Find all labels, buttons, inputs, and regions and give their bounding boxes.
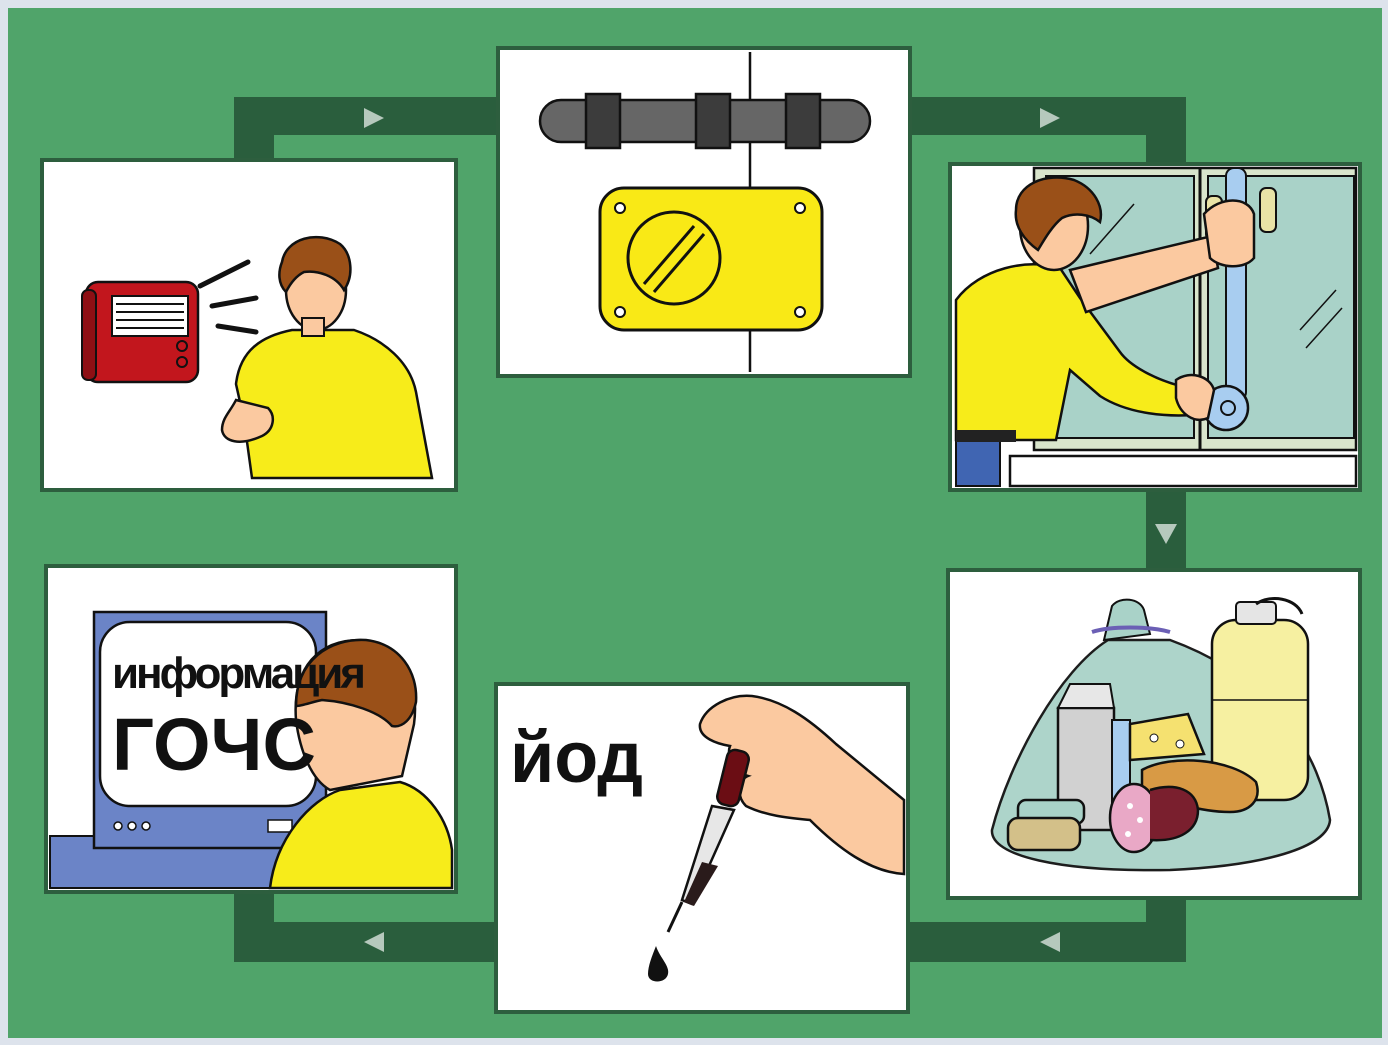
panel-radio <box>42 160 456 490</box>
window-sealing-icon <box>956 168 1356 486</box>
tv-screen-line-2: ГОЧС <box>112 703 316 786</box>
iodine-label: йод <box>510 718 643 798</box>
panel-food <box>948 570 1360 898</box>
panel-lock <box>498 48 910 376</box>
tv-screen-line-1: информация <box>112 649 363 698</box>
panel-window <box>950 164 1360 490</box>
